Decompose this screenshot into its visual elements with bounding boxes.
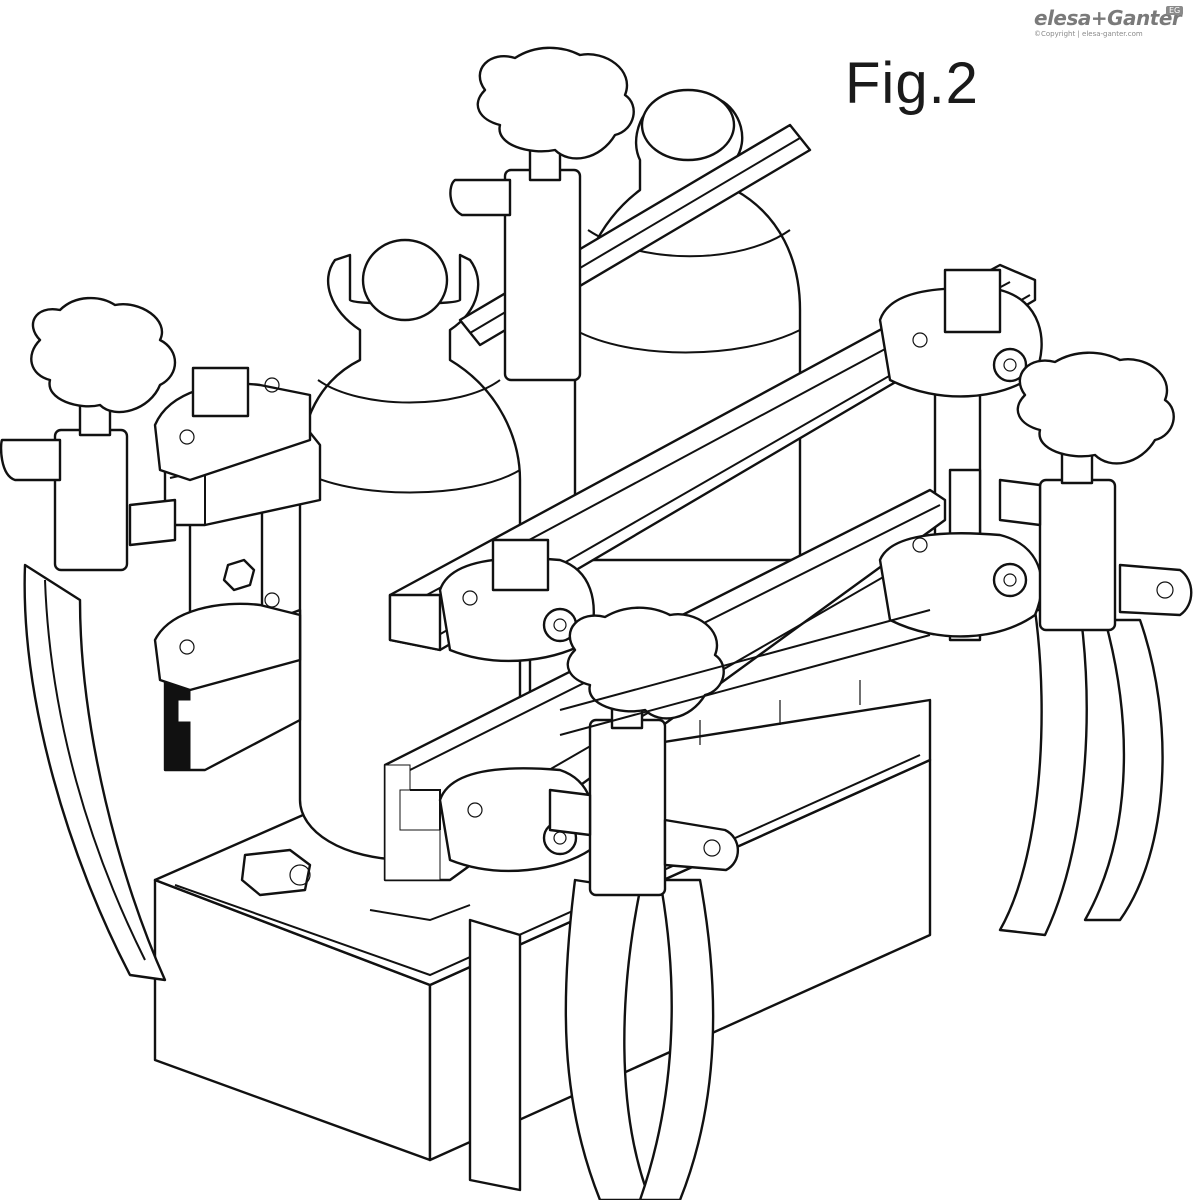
brand-logo: elesa+Ganter EG ©Copyright | elesa-gante…: [1034, 6, 1194, 46]
star-knob-back: [450, 48, 633, 380]
bottle-front: [300, 240, 520, 860]
star-knob-left: [1, 298, 175, 570]
brand-name: elesa+Ganter: [1034, 6, 1182, 30]
clamp-blocks: [155, 270, 1042, 871]
brand-copyright: ©Copyright | elesa-ganter.com: [1034, 30, 1143, 38]
figure-label: Fig.2: [845, 51, 979, 116]
clamp-arm-left: [25, 565, 165, 980]
star-knob-right: [1000, 353, 1191, 630]
clamp-arm-right: [1000, 610, 1163, 935]
brand-badge: EG: [1166, 6, 1184, 15]
star-knob-front: [550, 608, 738, 895]
base-track: [560, 610, 930, 745]
base-fitting: [242, 850, 310, 895]
clamp-arm-front: [566, 880, 713, 1200]
